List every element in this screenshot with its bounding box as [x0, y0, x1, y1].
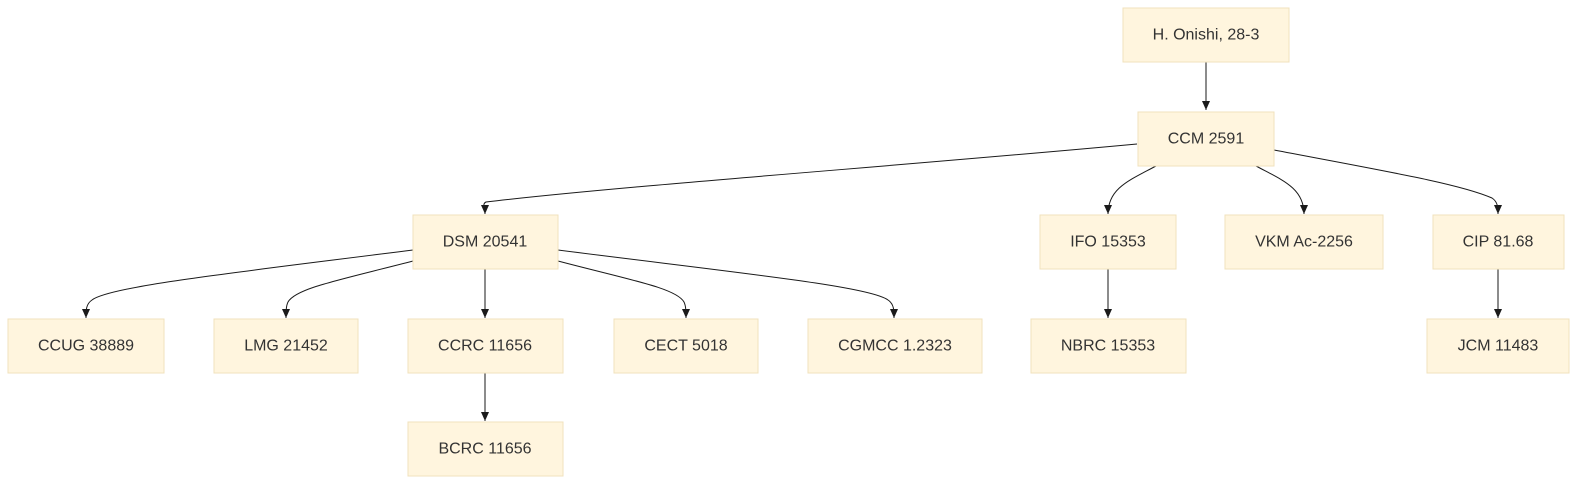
nodes: H. Onishi, 28-3 CCM 2591 DSM 20541 IFO 1… — [7, 7, 1570, 477]
node-ccrc-11656: CCRC 11656 — [407, 318, 564, 374]
edges — [82, 62, 1502, 421]
node-label: H. Onishi, 28-3 — [1153, 27, 1260, 44]
node-ccug-38889: CCUG 38889 — [7, 318, 165, 374]
node-cect-5018: CECT 5018 — [613, 318, 759, 374]
node-jcm-11483: JCM 11483 — [1426, 318, 1570, 374]
edge-ccm-cip — [1273, 149, 1502, 215]
node-vkm-ac-2256: VKM Ac-2256 — [1224, 214, 1384, 270]
node-label: BCRC 11656 — [438, 441, 531, 458]
node-nbrc-15353: NBRC 15353 — [1030, 318, 1187, 374]
node-bcrc-11656: BCRC 11656 — [407, 421, 564, 477]
edge-dsm-cgmcc — [557, 249, 898, 319]
node-label: CCM 2591 — [1168, 131, 1245, 148]
node-label: NBRC 15353 — [1061, 338, 1155, 355]
node-cip-81-68: CIP 81.68 — [1432, 214, 1565, 270]
node-label: JCM 11483 — [1458, 338, 1539, 355]
node-label: CIP 81.68 — [1463, 234, 1534, 251]
node-h-onishi-28-3: H. Onishi, 28-3 — [1122, 7, 1290, 63]
node-lmg-21452: LMG 21452 — [213, 318, 359, 374]
node-label: CCRC 11656 — [438, 338, 532, 355]
node-ccm-2591: CCM 2591 — [1137, 111, 1275, 167]
edge-dsm-cect — [557, 260, 690, 319]
node-dsm-20541: DSM 20541 — [412, 214, 559, 270]
edge-ccm-ifo — [1104, 165, 1157, 215]
node-label: CGMCC 1.2323 — [838, 338, 952, 355]
edge-ccm-vkm — [1255, 165, 1308, 215]
node-label: CECT 5018 — [644, 338, 727, 355]
node-label: CCUG 38889 — [38, 338, 134, 355]
edge-ccm-dsm — [480, 143, 1138, 215]
node-ifo-15353: IFO 15353 — [1039, 214, 1177, 270]
node-label: VKM Ac-2256 — [1255, 234, 1353, 251]
edge-dsm-ccug — [82, 249, 414, 319]
node-label: DSM 20541 — [443, 234, 528, 251]
node-cgmcc-1-2323: CGMCC 1.2323 — [807, 318, 983, 374]
node-label: LMG 21452 — [244, 338, 328, 355]
node-label: IFO 15353 — [1070, 234, 1146, 251]
edge-dsm-lmg — [282, 260, 414, 319]
